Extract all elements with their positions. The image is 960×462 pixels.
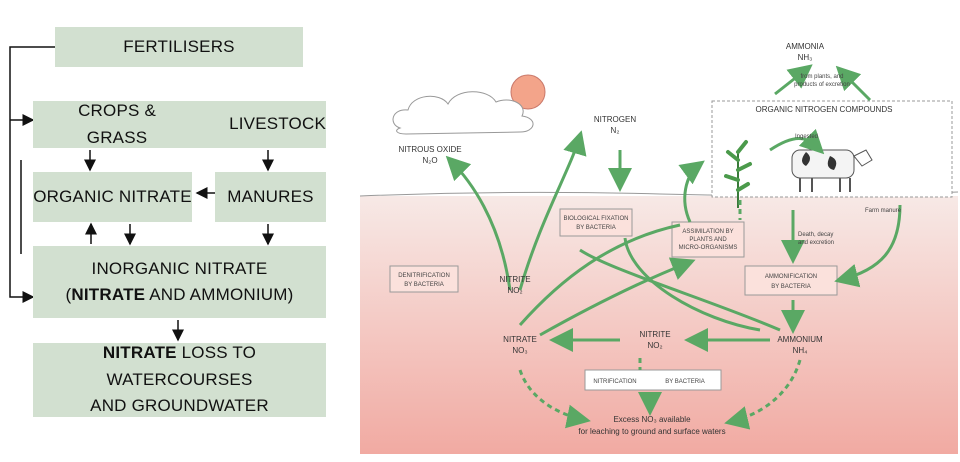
bio-fix-box [559, 208, 633, 237]
nitrogen-formula: N₂ [611, 126, 620, 135]
organic-compounds-box [711, 100, 953, 198]
nitrite-mid-label: NITRITE [639, 330, 670, 339]
fertilisers-box: FERTILISERS [55, 27, 303, 67]
manures-label: MANURES [227, 186, 314, 206]
bio-fix-line2: BY BACTERIA [576, 225, 616, 231]
crops-livestock-box: CROPS & GRASS LIVESTOCK [33, 101, 326, 148]
products-excretion-label: products of excretion [794, 82, 850, 88]
ammonia-formula: NH₃ [798, 53, 813, 62]
ingested-label: Ingested [795, 134, 818, 140]
inorganic-nitrate-box: INORGANIC NITRATE (NITRATE AND AMMONIUM) [33, 246, 326, 318]
nitrate-label: NITRATE [503, 335, 537, 344]
denit-box [389, 265, 459, 293]
left-connectors [9, 46, 274, 342]
denit-line1: DENITRIFICATION [398, 273, 450, 279]
assim-line3: MICRO-ORGANISMS [679, 245, 738, 251]
nitrite-mid-formula: NO₂ [647, 341, 662, 350]
nitrate-formula: NO₃ [512, 346, 527, 355]
by-bacteria-label: BY BACTERIA [665, 379, 705, 385]
nitrate-loss-box: NITRATE LOSS TO WATERCOURSES AND GROUNDW… [33, 343, 326, 417]
inorganic-line1: INORGANIC NITRATE [91, 258, 268, 278]
organic-nitrate-box: ORGANIC NITRATE [33, 172, 192, 222]
livestock-label: LIVESTOCK [229, 114, 326, 134]
crops-grass-label: CROPS & GRASS [78, 101, 156, 147]
nitrous-formula: N₂O [422, 156, 437, 165]
assim-box [671, 221, 745, 258]
ammonif-line1: AMMONIFICATION [765, 274, 817, 280]
ammonif-box [744, 265, 838, 296]
organic-compounds-label: ORGANIC NITROGEN COMPOUNDS [756, 105, 893, 114]
sun-icon [510, 74, 546, 110]
cloud-icon [392, 91, 534, 135]
inorganic-line2: (NITRATE AND AMMONIUM) [65, 285, 294, 304]
assim-line1: ASSIMILATION BY [682, 229, 733, 235]
death-decay-label: Death, decay [798, 232, 833, 238]
loss-line1: NITRATE LOSS TO WATERCOURSES [102, 343, 257, 389]
nitrogen-label: NITROGEN [594, 115, 636, 124]
nitrification-box [584, 369, 722, 391]
nitrate-bold: NITRATE [71, 285, 146, 304]
ammonif-line2: BY BACTERIA [771, 284, 811, 290]
bio-fix-line1: BIOLOGICAL FIXATION [563, 216, 628, 222]
manures-box: MANURES [215, 172, 326, 222]
nitrite-upper-label: NITRITE [499, 275, 530, 284]
excess-line1: Excess NO₃ available [613, 415, 691, 424]
nitrogen-cycle-diagram: AMMONIA NH₃ from plants, and products of… [360, 42, 959, 454]
farm-manure-label: Farm manure [865, 208, 902, 214]
excess-line2: for leaching to ground and surface water… [578, 427, 725, 436]
plant-icon [724, 140, 752, 208]
assim-line2: PLANTS AND [689, 237, 727, 243]
ammonia-label: AMMONIA [786, 42, 825, 51]
nitrate-loss-bold: NITRATE [102, 343, 177, 363]
ammonium-formula: NH₄ [793, 346, 808, 355]
organic-nitrate-label: ORGANIC NITRATE [33, 186, 192, 206]
nitrification-label: NITRIFICATION [593, 379, 636, 385]
denit-line2: BY BACTERIA [404, 282, 444, 288]
loss-line2: AND GROUNDWATER [90, 396, 269, 416]
nitrous-oxide-label: NITROUS OXIDE [398, 145, 461, 154]
from-plants-label: from plants, and [800, 74, 843, 80]
nitrite-upper-formula: NO₂ [507, 286, 522, 295]
and-excretion-label: and excretion [798, 240, 834, 246]
fertilisers-label: FERTILISERS [123, 36, 235, 56]
ammonium-label: AMMONIUM [777, 335, 823, 344]
